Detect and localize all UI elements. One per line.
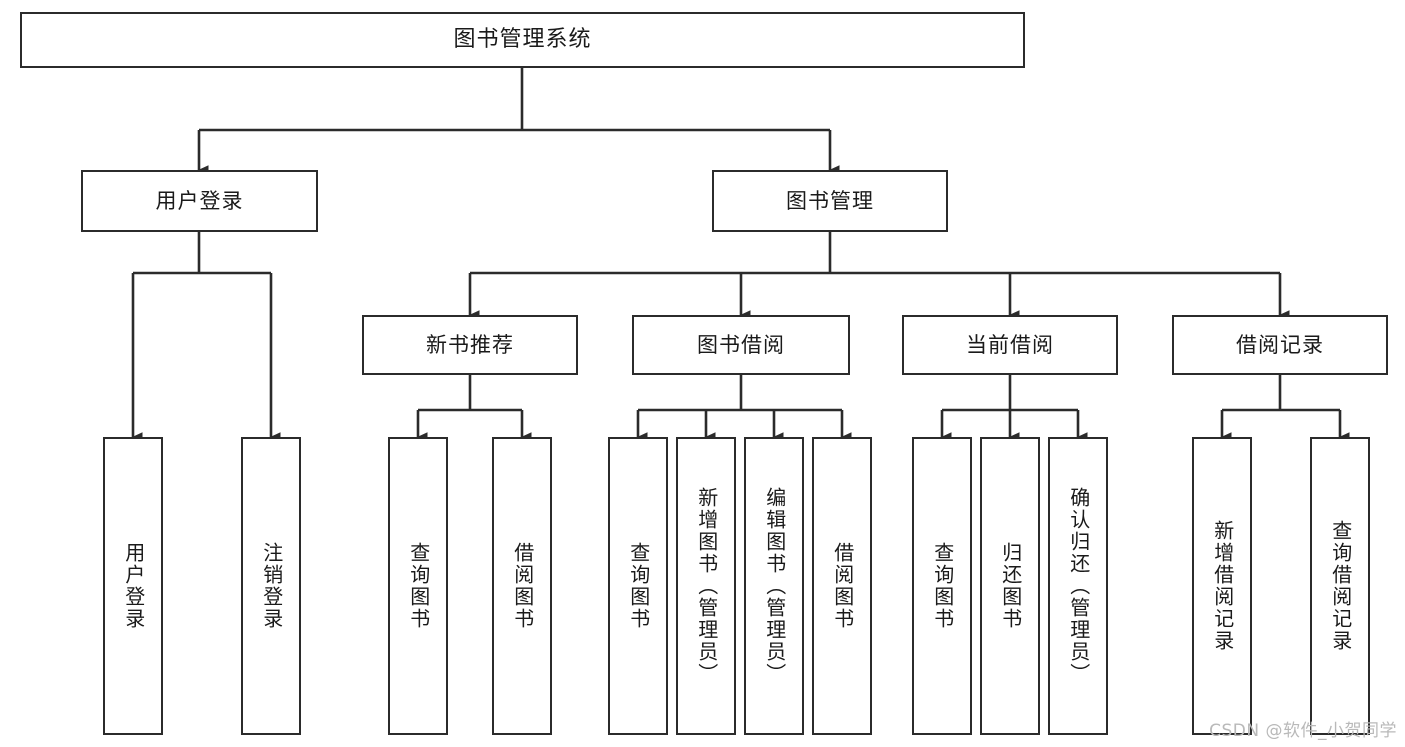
node-label: 新书推荐 <box>426 332 514 357</box>
leaf-confirm-return-admin[interactable]: 确认归还（管理员） <box>1048 437 1108 735</box>
node-label: 图书管理 <box>786 188 874 213</box>
node-root-book-management-system[interactable]: 图书管理系统 <box>20 12 1025 68</box>
node-user-login[interactable]: 用户登录 <box>81 170 318 232</box>
leaf-borrow-book[interactable]: 借阅图书 <box>812 437 872 735</box>
node-label: 图书管理系统 <box>453 27 592 53</box>
leaf-logout[interactable]: 注销登录 <box>241 437 301 735</box>
node-label: 查询图书 <box>626 542 651 630</box>
node-borrow-records[interactable]: 借阅记录 <box>1172 315 1388 375</box>
leaf-query-book-borrow[interactable]: 查询图书 <box>608 437 668 735</box>
leaf-edit-book-admin[interactable]: 编辑图书（管理员） <box>744 437 804 735</box>
node-label: 用户登录 <box>155 188 244 213</box>
node-label: 归还图书 <box>998 542 1023 630</box>
node-label: 当前借阅 <box>966 332 1054 357</box>
node-book-borrow[interactable]: 图书借阅 <box>632 315 850 375</box>
leaf-user-login[interactable]: 用户登录 <box>103 437 163 735</box>
node-label: 新增图书（管理员） <box>694 487 719 685</box>
csdn-watermark: CSDN @软件_小贺同学 <box>1209 721 1397 741</box>
node-label: 借阅图书 <box>510 542 535 630</box>
node-label: 查询图书 <box>406 542 431 630</box>
node-current-borrow[interactable]: 当前借阅 <box>902 315 1118 375</box>
node-label: 查询借阅记录 <box>1328 520 1353 652</box>
leaf-return-book[interactable]: 归还图书 <box>980 437 1040 735</box>
leaf-add-book-admin[interactable]: 新增图书（管理员） <box>676 437 736 735</box>
node-label: 确认归还（管理员） <box>1066 487 1091 685</box>
node-label: 图书借阅 <box>697 332 785 357</box>
node-label: 借阅记录 <box>1236 332 1324 357</box>
leaf-query-book-current[interactable]: 查询图书 <box>912 437 972 735</box>
node-new-book-recommend[interactable]: 新书推荐 <box>362 315 578 375</box>
node-label: 用户登录 <box>121 542 146 630</box>
node-label: 借阅图书 <box>830 542 855 630</box>
node-label: 注销登录 <box>259 542 284 630</box>
node-label: 编辑图书（管理员） <box>762 487 787 685</box>
node-label: 新增借阅记录 <box>1210 520 1235 652</box>
leaf-add-borrow-record[interactable]: 新增借阅记录 <box>1192 437 1252 735</box>
node-book-management[interactable]: 图书管理 <box>712 170 948 232</box>
leaf-query-borrow-record[interactable]: 查询借阅记录 <box>1310 437 1370 735</box>
leaf-query-book-recommend[interactable]: 查询图书 <box>388 437 448 735</box>
node-label: 查询图书 <box>930 542 955 630</box>
leaf-borrow-book-recommend[interactable]: 借阅图书 <box>492 437 552 735</box>
